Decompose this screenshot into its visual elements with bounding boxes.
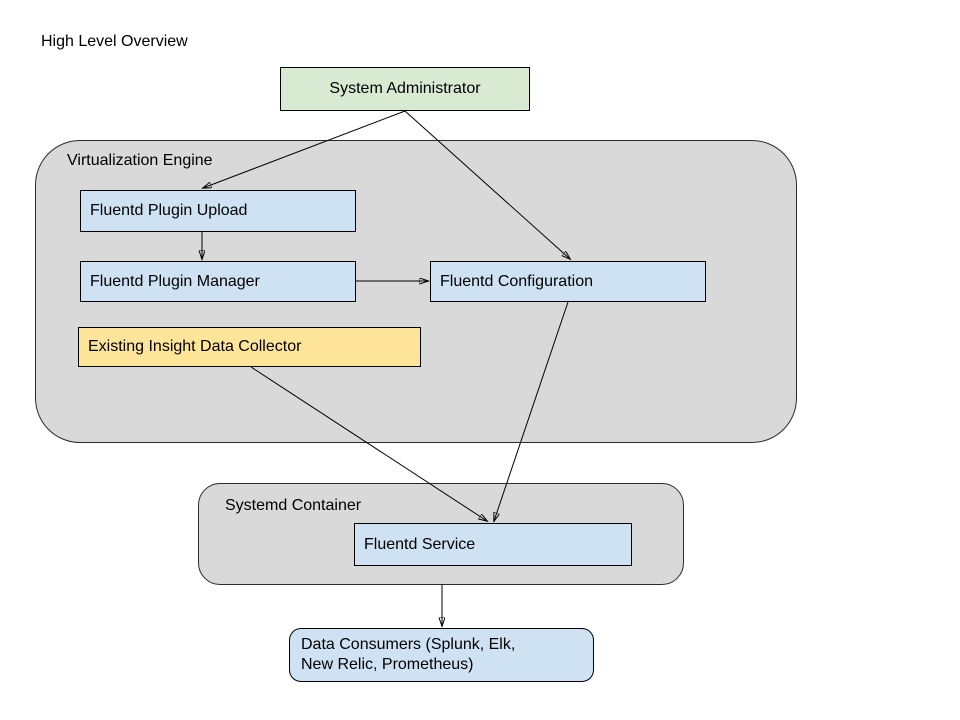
node-fluentd-plugin-manager-label: Fluentd Plugin Manager [90, 272, 260, 290]
node-data-consumers-label: Data Consumers (Splunk, Elk, New Relic, … [301, 636, 516, 673]
node-existing-insight-data-collector-label: Existing Insight Data Collector [88, 338, 302, 355]
node-fluentd-service[interactable]: Fluentd Service [354, 523, 632, 566]
node-system-administrator-label: System Administrator [329, 80, 481, 97]
node-fluentd-configuration[interactable]: Fluentd Configuration [430, 261, 706, 302]
node-fluentd-configuration-label: Fluentd Configuration [440, 272, 593, 290]
container-systemd-label: Systemd Container [225, 497, 362, 514]
node-existing-insight-data-collector[interactable]: Existing Insight Data Collector [78, 327, 421, 367]
node-system-administrator[interactable]: System Administrator [280, 67, 530, 111]
page-title: High Level Overview [41, 33, 188, 50]
node-fluentd-plugin-upload[interactable]: Fluentd Plugin Upload [80, 190, 356, 232]
node-data-consumers[interactable]: Data Consumers (Splunk, Elk, New Relic, … [289, 628, 594, 682]
node-fluentd-plugin-manager[interactable]: Fluentd Plugin Manager [80, 261, 356, 302]
node-fluentd-plugin-upload-label: Fluentd Plugin Upload [90, 202, 248, 219]
node-fluentd-service-label: Fluentd Service [364, 535, 476, 553]
container-virtualization-engine-label: Virtualization Engine [67, 152, 213, 169]
